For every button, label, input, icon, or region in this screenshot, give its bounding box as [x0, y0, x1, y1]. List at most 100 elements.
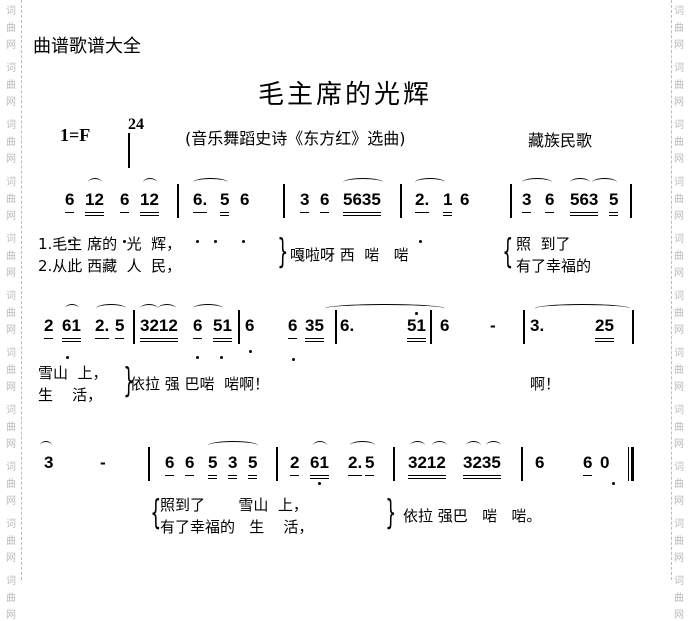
barline	[335, 310, 337, 344]
brace-close: }	[385, 493, 397, 533]
lyric-line: 有了幸福的	[516, 257, 592, 275]
watermark-char: 曲	[674, 80, 684, 91]
slur	[208, 441, 258, 450]
slur	[65, 304, 79, 313]
barline	[510, 184, 512, 218]
watermark-char: 词	[674, 405, 684, 416]
note-group: 5	[208, 453, 218, 479]
barline	[523, 310, 525, 344]
watermark-char: 网	[6, 610, 16, 621]
octave-dot	[66, 356, 69, 359]
watermark-char: 曲	[674, 365, 684, 376]
note-group: 6	[320, 190, 330, 213]
watermark-char: 曲	[6, 194, 16, 205]
barline	[276, 447, 278, 481]
barline	[283, 184, 285, 218]
note-group: 6	[288, 316, 298, 339]
slur	[410, 441, 425, 450]
watermark-char: 曲	[6, 479, 16, 490]
note-group: 3	[522, 190, 532, 213]
note-group: 2.	[415, 190, 430, 213]
lyric-line: 照 到了	[516, 235, 571, 253]
note-group: 6	[185, 453, 195, 476]
brace-close: }	[123, 361, 135, 401]
note-group: 3235	[463, 453, 501, 479]
watermark-char: 词	[674, 462, 684, 473]
final-barline	[628, 447, 634, 481]
slur	[592, 178, 617, 187]
note-group: 5	[609, 190, 619, 216]
lyric-line: 啊！	[530, 375, 561, 393]
watermark-char: 网	[6, 496, 16, 507]
slur	[350, 441, 375, 450]
watermark-char: 词	[674, 120, 684, 131]
watermark-char: 曲	[6, 422, 16, 433]
watermark-char: 网	[674, 382, 684, 393]
note-group: 5	[220, 190, 230, 216]
watermark-char: 词	[6, 6, 16, 17]
watermark-char: 网	[6, 268, 16, 279]
note-group: 563	[570, 190, 599, 216]
note-group: 6	[545, 190, 555, 213]
note-group: 3212	[140, 316, 178, 342]
site-header: 曲谱歌谱大全	[33, 36, 141, 57]
octave-dot	[214, 240, 217, 243]
watermark-char: 网	[674, 439, 684, 450]
key-signature: 1=F	[60, 125, 91, 145]
watermark-char: 网	[6, 439, 16, 450]
lyric-line: 2.从此 西藏 人 民，	[38, 257, 182, 275]
note-group: 61	[310, 453, 329, 479]
barline	[400, 184, 402, 218]
watermark-char: 曲	[6, 593, 16, 604]
watermark-char: 网	[674, 553, 684, 564]
watermark-char: 网	[674, 40, 684, 51]
note-group: 6	[583, 453, 593, 476]
note-group: 3212	[408, 453, 446, 479]
slur	[313, 441, 327, 450]
slur	[466, 441, 481, 450]
note-group: 6	[245, 316, 255, 335]
slur	[96, 304, 126, 313]
watermark-char: 网	[6, 40, 16, 51]
barline	[177, 184, 179, 218]
note-group: 6	[165, 453, 175, 476]
song-genre: 藏族民歌	[528, 131, 593, 150]
watermark-char: 曲	[6, 536, 16, 547]
lyric-line: 嘎啦呀 西 啱 啱	[290, 246, 409, 264]
watermark-char: 曲	[674, 194, 684, 205]
note-group: 2	[44, 316, 54, 339]
watermark-char: 词	[6, 234, 16, 245]
watermark-char: 网	[674, 610, 684, 621]
watermark-char: 网	[674, 97, 684, 108]
note-group: 6	[535, 453, 545, 472]
watermark-char: 词	[674, 348, 684, 359]
watermark-char: 词	[6, 120, 16, 131]
note-group: 25	[595, 316, 614, 342]
watermark-char: 曲	[6, 308, 16, 319]
note-group: 3	[44, 453, 54, 472]
slur	[570, 178, 590, 187]
octave-dot	[196, 240, 199, 243]
slur	[432, 441, 447, 450]
brace-close: }	[277, 232, 289, 272]
note-group: 6	[240, 190, 250, 209]
watermark-char: 曲	[674, 422, 684, 433]
octave-dot	[415, 312, 418, 315]
watermark-char: 曲	[674, 137, 684, 148]
watermark-char: 网	[6, 382, 16, 393]
note-group: 6.	[340, 316, 355, 335]
watermark-char: 网	[6, 325, 16, 336]
octave-dot	[318, 482, 321, 485]
lyric-line: 雪山 上，	[38, 364, 108, 382]
watermark-char: 词	[674, 234, 684, 245]
note-group: 6	[460, 190, 470, 209]
octave-dot	[419, 240, 422, 243]
slur	[522, 178, 552, 187]
note-group: 3.	[530, 316, 545, 335]
song-title: 毛主席的光辉	[257, 80, 432, 110]
note-group: 2	[290, 453, 300, 476]
barline	[238, 310, 240, 344]
time-signature-bottom: 4	[136, 116, 144, 133]
watermark-char: 曲	[6, 23, 16, 34]
note-group: 61	[62, 316, 81, 342]
